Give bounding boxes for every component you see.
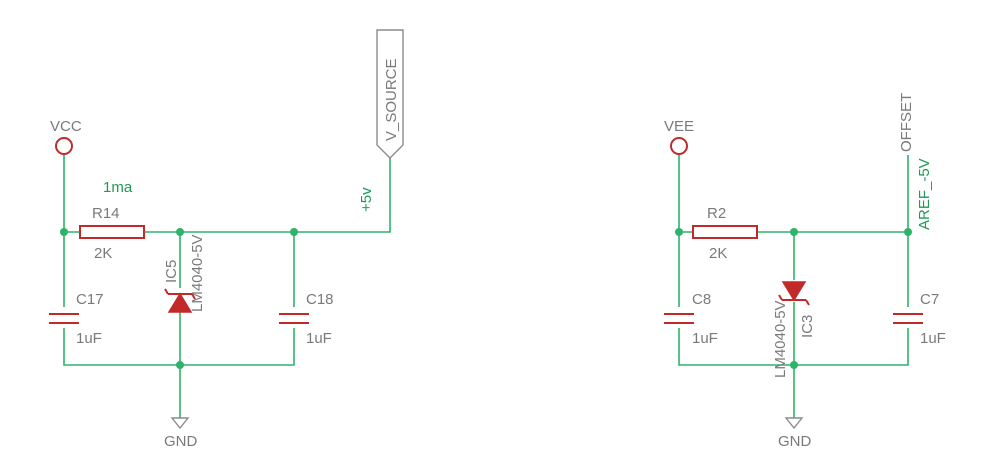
ground-symbol (170, 417, 190, 430)
current-note-label: 1ma (103, 179, 133, 196)
junction-dot (790, 361, 798, 369)
c8-ref-label: C8 (692, 291, 711, 308)
c8-value-label: 1uF (692, 330, 718, 347)
r2-ref-label: R2 (707, 205, 726, 222)
ic5-ref-label: IC5 (163, 260, 180, 283)
vee-label: VEE (664, 118, 694, 135)
vcc-label: VCC (50, 118, 82, 135)
vcc-supply-symbol (55, 137, 73, 155)
v-source-port-symbol (376, 29, 404, 159)
c7-capacitor-symbol (893, 313, 923, 324)
c17-capacitor-symbol (49, 313, 79, 324)
plus5v-net-label: +5v (358, 187, 375, 212)
r14-resistor-symbol (79, 225, 145, 239)
ic3-part-label: LM4040-5V (772, 300, 789, 378)
junction-dot (290, 228, 298, 236)
offset-port-label: OFFSET (898, 93, 915, 152)
ground-symbol (784, 417, 804, 430)
r14-value-label: 2K (94, 245, 112, 262)
left-circuit: VCC R14 2K 1ma IC5 LM4040-5V C17 1uF C18… (49, 29, 404, 450)
ic5-part-label: LM4040-5V (189, 234, 206, 312)
ic5-zener-bar (164, 288, 196, 300)
right-circuit: VEE R2 2K LM4040-5V IC3 C8 1uF C7 1uF GN… (664, 93, 946, 450)
c7-ref-label: C7 (920, 291, 939, 308)
c17-value-label: 1uF (76, 330, 102, 347)
c7-value-label: 1uF (920, 330, 946, 347)
wire (63, 155, 80, 233)
junction-dot (675, 228, 683, 236)
junction-dot (176, 361, 184, 369)
r2-resistor-symbol (692, 225, 758, 239)
ic3-zener-bar (778, 294, 810, 306)
r14-ref-label: R14 (92, 205, 120, 222)
vee-supply-symbol (670, 137, 688, 155)
v-source-port-label: V_SOURCE (383, 58, 400, 141)
junction-dot (790, 228, 798, 236)
r2-value-label: 2K (709, 245, 727, 262)
ic5-zener-symbol (167, 292, 193, 313)
ic3-zener-symbol (781, 281, 807, 302)
gnd-label: GND (778, 433, 812, 450)
junction-dot (904, 228, 912, 236)
gnd-label: GND (164, 433, 198, 450)
wire (678, 155, 693, 233)
aref-net-label: AREF_-5V (916, 158, 933, 230)
ic3-ref-label: IC3 (799, 315, 816, 338)
junction-dot (60, 228, 68, 236)
c18-value-label: 1uF (306, 330, 332, 347)
c17-ref-label: C17 (76, 291, 104, 308)
c8-capacitor-symbol (664, 313, 694, 324)
junction-dot (176, 228, 184, 236)
wire (757, 155, 909, 233)
wire (144, 158, 391, 233)
c18-capacitor-symbol (279, 313, 309, 324)
c18-ref-label: C18 (306, 291, 334, 308)
